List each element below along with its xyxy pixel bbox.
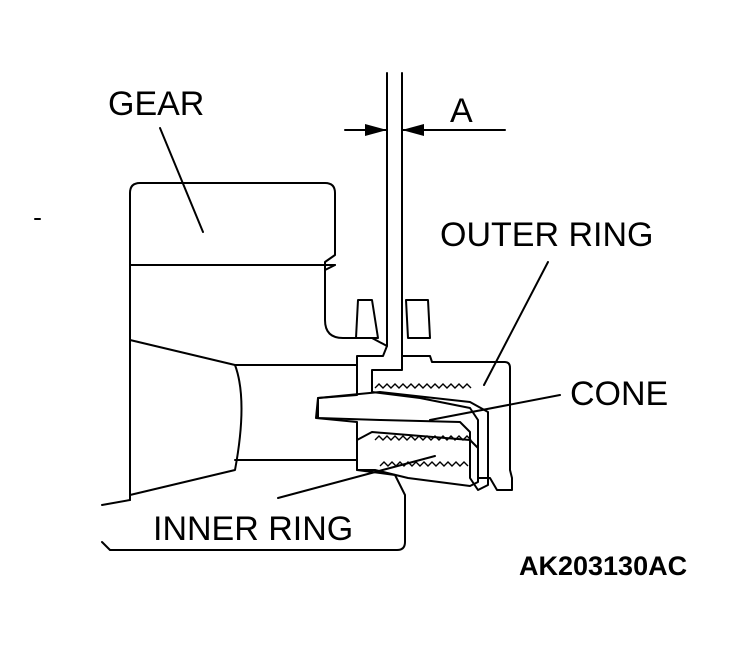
outer-ring-serrations — [374, 383, 472, 389]
inner-ring-leader — [277, 455, 436, 499]
gear-step — [324, 264, 336, 271]
outer-ring — [371, 355, 513, 491]
gear-break-line — [101, 499, 131, 506]
label-gear: GEAR — [108, 85, 204, 123]
cone-leader — [429, 394, 561, 421]
dim-arrow-right — [402, 124, 424, 136]
hub-tooth — [405, 299, 431, 339]
outer-ring-leader — [483, 261, 549, 386]
cone-serrations — [374, 435, 472, 441]
label-inner-ring: INNER RING — [153, 510, 353, 548]
figure-code: AK203130AC — [519, 551, 687, 581]
dim-arrow-left — [365, 124, 387, 136]
inner-ring — [356, 431, 479, 487]
gear-body — [101, 182, 406, 551]
label-outer-ring: OUTER RING — [440, 216, 653, 254]
gear-leader — [159, 127, 204, 233]
gear-inner-face — [129, 339, 243, 496]
inner-ring-serrations — [379, 461, 469, 467]
label-cone: CONE — [570, 375, 668, 413]
gear-chamfer — [355, 299, 379, 339]
label-dimension-a: A — [450, 92, 473, 130]
